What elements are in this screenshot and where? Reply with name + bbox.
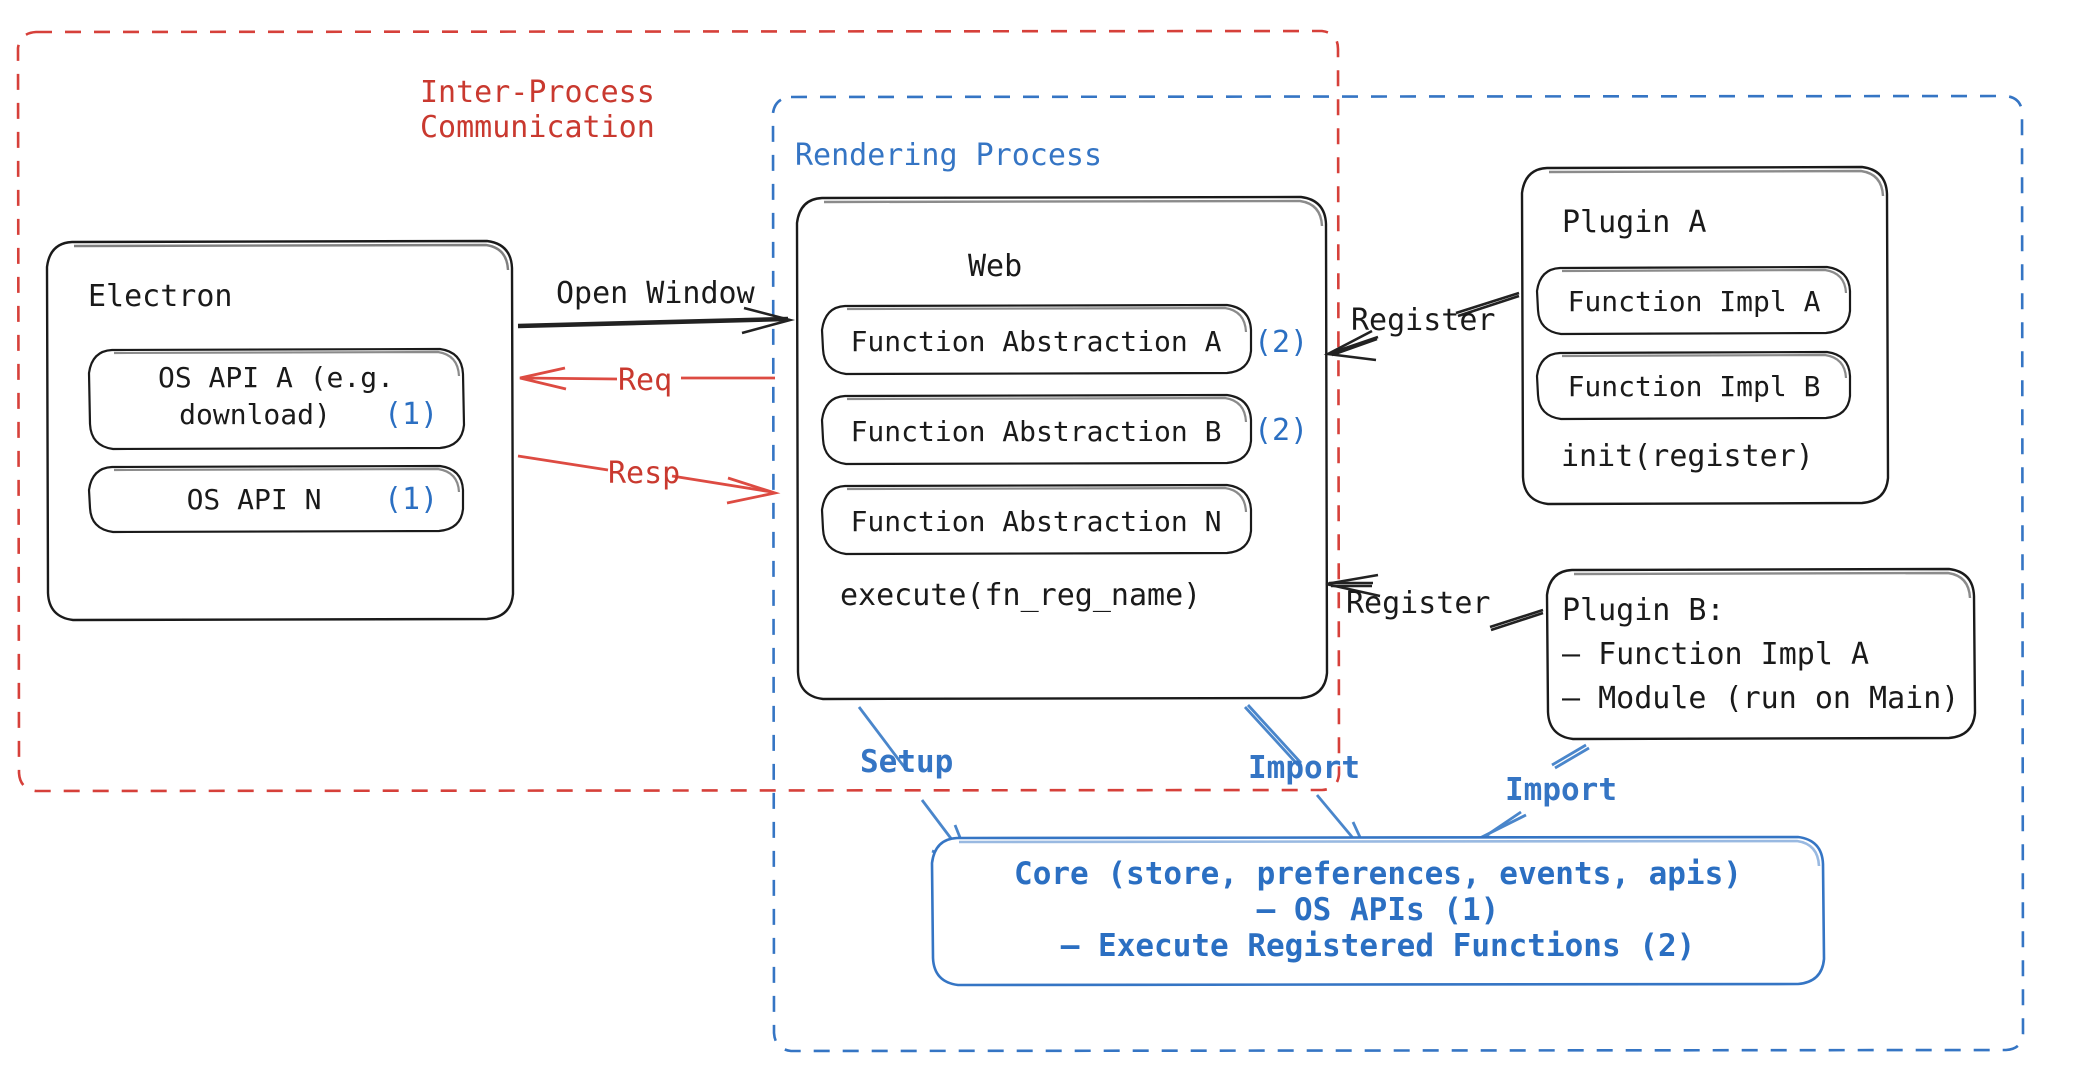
arrow-resp-label: Resp [608, 456, 680, 491]
web-item-function-abstraction-n-label: Function Abstraction N [851, 505, 1222, 538]
electron-item-os-api-n[interactable]: OS API N (1) [87, 464, 465, 534]
web-item-function-abstraction-b[interactable]: Function Abstraction B (2) [820, 393, 1308, 466]
arrow-register-plugin-b: Register [1325, 573, 1544, 632]
arrow-open-window-label: Open Window [556, 276, 756, 311]
web-item-function-abstraction-a[interactable]: Function Abstraction A (2) [820, 303, 1308, 376]
web-title: Web [968, 249, 1022, 284]
electron-item-os-api-a[interactable]: OS API A (e.g. download) (1) [87, 347, 466, 451]
core-box[interactable]: Core (store, preferences, events, apis) … [930, 835, 1826, 987]
electron-item-os-api-n-label: OS API N [187, 483, 322, 516]
arrow-import-plugin-b: Import [1479, 743, 1617, 847]
arrow-register-plugin-a-label: Register [1351, 303, 1496, 338]
arrow-open-window: Open Window [517, 276, 796, 335]
plugin-b-item-0: – Function Impl A [1562, 637, 1869, 672]
web-item-function-abstraction-b-label: Function Abstraction B [851, 415, 1222, 448]
ipc-group-label-line2: Communication [420, 110, 655, 145]
web-footer-execute: execute(fn_reg_name) [840, 578, 1201, 613]
plugin-a-item-function-impl-b-label: Function Impl B [1568, 370, 1821, 403]
electron-box: Electron OS API A (e.g. download) (1) OS… [45, 239, 515, 622]
electron-item-os-api-a-line1: OS API A (e.g. [158, 361, 394, 394]
plugin-a-footer-init: init(register) [1561, 439, 1814, 474]
plugin-a-item-function-impl-a-label: Function Impl A [1568, 285, 1821, 318]
plugin-b-box: Plugin B: – Function Impl A – Module (ru… [1545, 567, 1977, 741]
plugin-b-title: Plugin B: [1562, 593, 1725, 628]
electron-item-os-api-n-badge: (1) [384, 482, 438, 517]
core-line-2: – OS APIs (1) [1257, 892, 1500, 928]
web-item-function-abstraction-b-badge: (2) [1254, 413, 1308, 448]
arrow-import-plugin-b-label: Import [1505, 772, 1617, 808]
rendering-process-label: Rendering Process [795, 138, 1102, 173]
electron-title: Electron [88, 279, 233, 314]
arrow-setup: Setup [857, 706, 974, 868]
ipc-group-label-line1: Inter-Process [420, 75, 655, 110]
core-line-3: – Execute Registered Functions (2) [1061, 928, 1696, 964]
plugin-a-item-function-impl-b[interactable]: Function Impl B [1535, 350, 1852, 421]
arrow-import-web-label: Import [1248, 750, 1360, 786]
arrow-setup-label: Setup [860, 744, 953, 780]
plugin-a-title: Plugin A [1562, 205, 1707, 240]
arrow-register-plugin-b-label: Register [1346, 586, 1491, 621]
web-item-function-abstraction-a-badge: (2) [1254, 325, 1308, 360]
web-box: Web Function Abstraction A (2) Function … [795, 195, 1329, 701]
plugin-b-item-1: – Module (run on Main) [1562, 681, 1959, 716]
core-line-1: Core (store, preferences, events, apis) [1014, 856, 1742, 892]
arrow-register-plugin-a: Register [1323, 291, 1520, 362]
web-item-function-abstraction-n[interactable]: Function Abstraction N [820, 483, 1253, 556]
arrow-req-label: Req [618, 363, 672, 398]
web-item-function-abstraction-a-label: Function Abstraction A [851, 325, 1222, 358]
rendering-process-group-boundary [771, 94, 2025, 1053]
plugin-a-item-function-impl-a[interactable]: Function Impl A [1535, 265, 1852, 336]
ipc-group-boundary [16, 29, 1341, 793]
arrow-resp: Resp [517, 454, 781, 505]
electron-item-os-api-a-line2: download) [179, 398, 331, 431]
arrow-req: Req [519, 363, 775, 398]
electron-item-os-api-a-badge: (1) [384, 397, 438, 432]
plugin-a-box: Plugin A Function Impl A Function Impl B… [1520, 165, 1890, 506]
